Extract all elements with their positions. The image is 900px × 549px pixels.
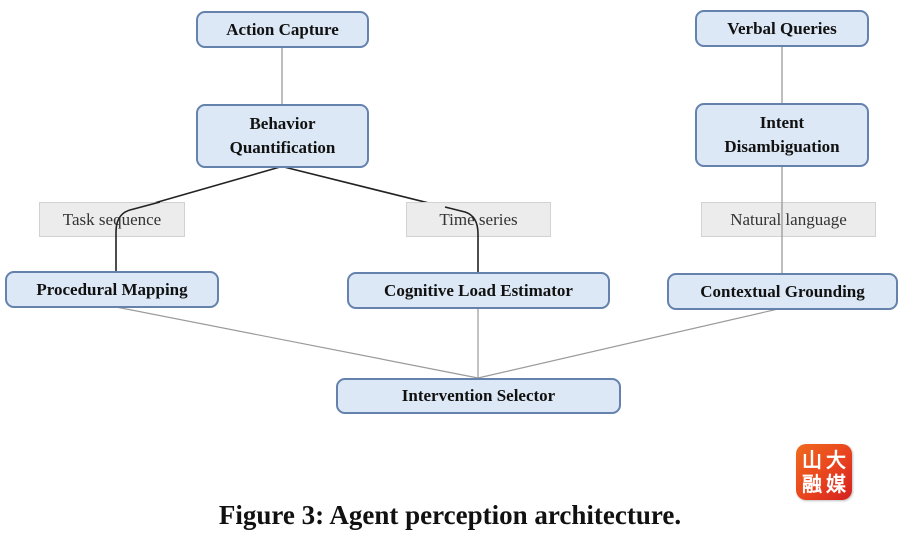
watermark-char: 融 [802, 472, 822, 496]
watermark-char: 山 [802, 448, 822, 472]
node-procedural-mapping: Procedural Mapping [5, 271, 219, 308]
node-contextual-grounding: Contextual Grounding [667, 273, 898, 310]
edge-label-task-sequence: Task sequence [39, 202, 185, 237]
edge-contextual-to-intervention [477, 308, 779, 379]
node-intervention-selector: Intervention Selector [336, 378, 621, 414]
figure-caption: Figure 3: Agent perception architecture. [218, 500, 682, 530]
watermark-logo: 山 大 融 媒 [796, 444, 852, 500]
watermark-char: 媒 [826, 472, 846, 496]
edge-label-natural-language: Natural language [701, 202, 876, 237]
node-behavior-quantification: Behavior Quantification [196, 104, 369, 168]
node-cognitive-load-estimator: Cognitive Load Estimator [347, 272, 610, 309]
node-intent-disambiguation: Intent Disambiguation [695, 103, 869, 167]
edge-label-time-series: Time series [406, 202, 551, 237]
node-verbal-queries: Verbal Queries [695, 10, 869, 47]
node-action-capture: Action Capture [196, 11, 369, 48]
edge-procedural-to-intervention [115, 306, 479, 379]
watermark-char: 大 [826, 448, 846, 472]
